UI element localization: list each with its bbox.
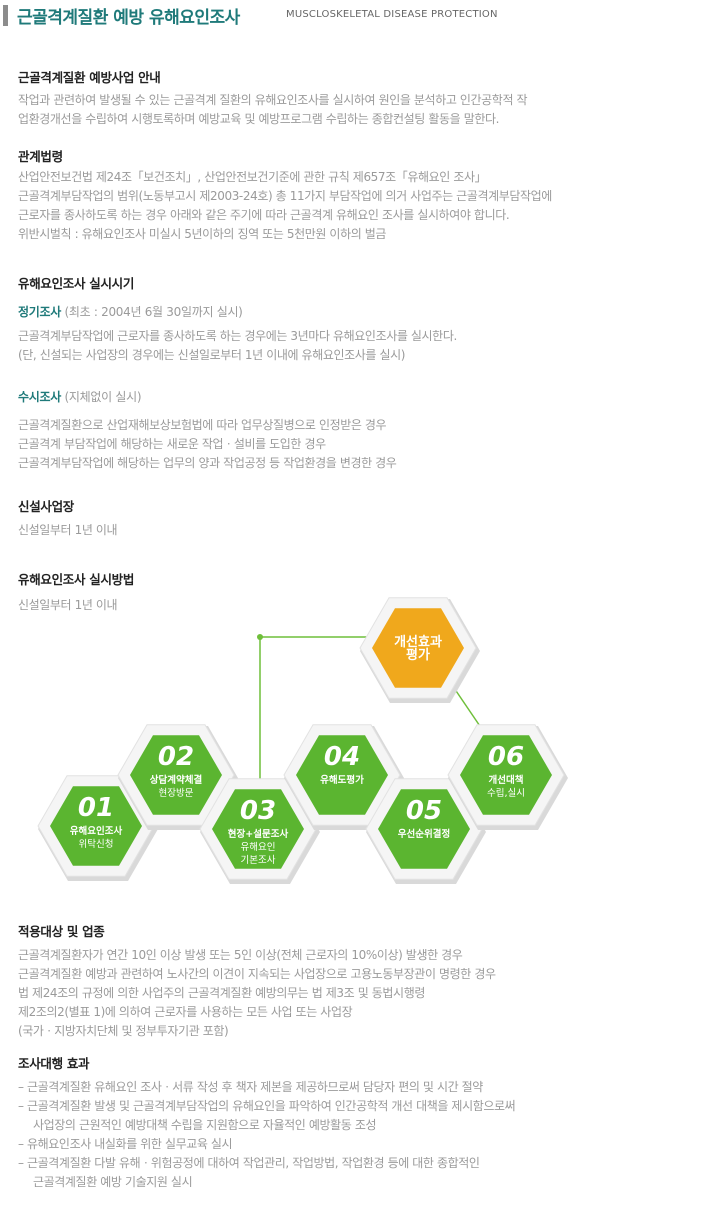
newsite-text: 신설일부터 1년 이내 xyxy=(18,523,118,537)
hex-core xyxy=(212,789,304,869)
target-line: 근골격계질환자가 연간 10인 이상 발생 또는 5인 이상(전체 근로자의 1… xyxy=(18,948,463,962)
hex-core xyxy=(130,735,222,815)
step-label: 유해요인조사 xyxy=(70,825,123,837)
adhoc-survey-text: 근골격계질환으로 산업재해보상보험법에 따라 업무상질병으로 인정받은 경우 근… xyxy=(18,416,397,473)
overview-text: 작업과 관련하여 발생될 수 있는 근골격계 질환의 유해요인조사를 실시하여 … xyxy=(18,91,528,129)
overview-heading: 근골격계질환 예방사업 안내 xyxy=(18,70,161,85)
step-label: 평가 xyxy=(406,647,430,663)
title-accent-bar xyxy=(3,5,8,26)
effect-line: 사업장의 근원적인 예방대책 수립을 지원함으로 자율적인 예방활동 조성 xyxy=(33,1118,377,1132)
timing-heading: 유해요인조사 실시시기 xyxy=(18,276,135,291)
target-line: 제2조의2(별표 1)에 의하여 근로자를 사용하는 모든 사업 또는 사업장 xyxy=(18,1005,353,1019)
step-number: 03 xyxy=(240,796,276,826)
step-number: 02 xyxy=(158,742,194,772)
adhoc-survey-line: 근골격계 부담작업에 해당하는 새로운 작업ㆍ설비를 도입한 경우 xyxy=(18,437,326,451)
step-label: 개선대책 xyxy=(489,774,524,786)
target-line: (국가ㆍ지방자치단체 및 정부투자기관 포함) xyxy=(18,1024,229,1038)
method-heading: 유해요인조사 실시방법 xyxy=(18,572,135,587)
step-label: 현장+설문조사 xyxy=(228,828,289,840)
effect-line: – 근골격계질환 다발 유해ㆍ위험공정에 대하여 작업관리, 작업방법, 작업환… xyxy=(18,1156,480,1170)
regular-survey-line: (단, 신설되는 사업장의 경우에는 신설일로부터 1년 이내에 유해요인조사를… xyxy=(18,348,406,362)
regular-survey-note: (최초 : 2004년 6월 30일까지 실시) xyxy=(64,305,243,319)
target-heading: 적용대상 및 업종 xyxy=(18,924,105,939)
connector-dot xyxy=(257,634,263,640)
law-heading: 관계법령 xyxy=(18,149,63,164)
effect-text: – 근골격계질환 유해요인 조사ㆍ서류 작성 후 책자 제본을 제공하므로써 담… xyxy=(18,1078,516,1192)
law-line: 위반시벌칙 : 유해요인조사 미실시 5년이하의 징역 또는 5천만원 이하의 … xyxy=(18,227,387,241)
step-label: 유해요인 xyxy=(241,841,276,853)
step-number: 05 xyxy=(406,796,442,826)
step-label: 개선효과 xyxy=(394,634,442,650)
hex-core xyxy=(378,789,470,869)
step-label: 위탁신청 xyxy=(79,838,114,850)
regular-survey-line: 근골격계부담작업에 근로자를 종사하도록 하는 경우에는 3년마다 유해요인조사… xyxy=(18,329,457,343)
adhoc-survey-heading: 수시조사 (지체없이 실시) xyxy=(18,388,142,405)
method-text: 신설일부터 1년 이내 xyxy=(18,598,118,612)
adhoc-survey-note: (지체없이 실시) xyxy=(64,390,142,404)
law-line: 산업안전보건법 제24조「보건조치」, 산업안전보건기준에 관한 규칙 제657… xyxy=(18,170,487,184)
step-label: 기본조사 xyxy=(241,855,276,866)
target-text: 근골격계질환자가 연간 10인 이상 발생 또는 5인 이상(전체 근로자의 1… xyxy=(18,946,496,1041)
step-number: 01 xyxy=(78,793,114,823)
law-line: 근로자를 종사하도록 하는 경우 아래와 같은 주기에 따라 근골격계 유해요인… xyxy=(18,208,510,222)
law-line: 근골격계부담작업의 범위(노동부고시 제2003-24호) 총 11가지 부담작… xyxy=(18,189,552,203)
newsite-heading: 신설사업장 xyxy=(18,499,75,514)
effect-heading: 조사대행 효과 xyxy=(18,1056,90,1071)
hex-core xyxy=(460,735,552,815)
step-label: 현장방문 xyxy=(159,788,194,799)
step-label: 우선순위결정 xyxy=(398,828,450,840)
law-text: 산업안전보건법 제24조「보건조치」, 산업안전보건기준에 관한 규칙 제657… xyxy=(18,168,552,244)
hex-core xyxy=(372,608,464,688)
step-label: 유해도평가 xyxy=(320,774,364,786)
effect-line: – 유해요인조사 내실화를 위한 실무교육 실시 xyxy=(18,1137,233,1151)
overview-line: 업환경개선을 수립하여 시행토록하며 예방교육 및 예방프로그램 수립하는 종합… xyxy=(18,112,500,126)
step-number: 06 xyxy=(488,742,524,772)
target-line: 근골격계질환 예방과 관련하여 노사간의 이견이 지속되는 사업장으로 고용노동… xyxy=(18,967,496,981)
adhoc-survey-line: 근골격계부담작업에 해당하는 업무의 양과 작업공정 등 작업환경을 변경한 경… xyxy=(18,456,397,470)
step-number: 04 xyxy=(324,742,360,772)
adhoc-survey-label: 수시조사 xyxy=(18,390,61,404)
hex-core xyxy=(50,786,142,866)
regular-survey-heading: 정기조사 (최초 : 2004년 6월 30일까지 실시) xyxy=(18,303,243,320)
page-header: 근골격계질환 예방 유해요인조사 MUSCLOSKELETAL DISEASE … xyxy=(0,0,703,28)
effect-line: 근골격계질환 예방 기술지원 실시 xyxy=(33,1175,193,1189)
hex-core xyxy=(296,735,388,815)
regular-survey-label: 정기조사 xyxy=(18,305,61,319)
overview-line: 작업과 관련하여 발생될 수 있는 근골격계 질환의 유해요인조사를 실시하여 … xyxy=(18,93,528,107)
effect-line: – 근골격계질환 유해요인 조사ㆍ서류 작성 후 책자 제본을 제공하므로써 담… xyxy=(18,1080,483,1094)
page-subtitle: MUSCLOSKELETAL DISEASE PROTECTION xyxy=(286,9,498,20)
regular-survey-text: 근골격계부담작업에 근로자를 종사하도록 하는 경우에는 3년마다 유해요인조사… xyxy=(18,327,457,365)
step-label: 상담계약체결 xyxy=(150,774,203,786)
adhoc-survey-line: 근골격계질환으로 산업재해보상보험법에 따라 업무상질병으로 인정받은 경우 xyxy=(18,418,387,432)
process-step: 04 유해도평가 xyxy=(283,724,404,830)
target-line: 법 제24조의 규정에 의한 사업주의 근골격계질환 예방의무는 법 제3조 및… xyxy=(18,986,425,1000)
process-step: 05 우선순위결정 xyxy=(365,778,486,884)
page-title: 근골격계질환 예방 유해요인조사 xyxy=(17,8,240,28)
effect-line: – 근골격계질환 발생 및 근골격계부담작업의 유해요인을 파악하여 인간공학적… xyxy=(18,1099,516,1113)
step-label: 수립,실시 xyxy=(487,787,525,799)
